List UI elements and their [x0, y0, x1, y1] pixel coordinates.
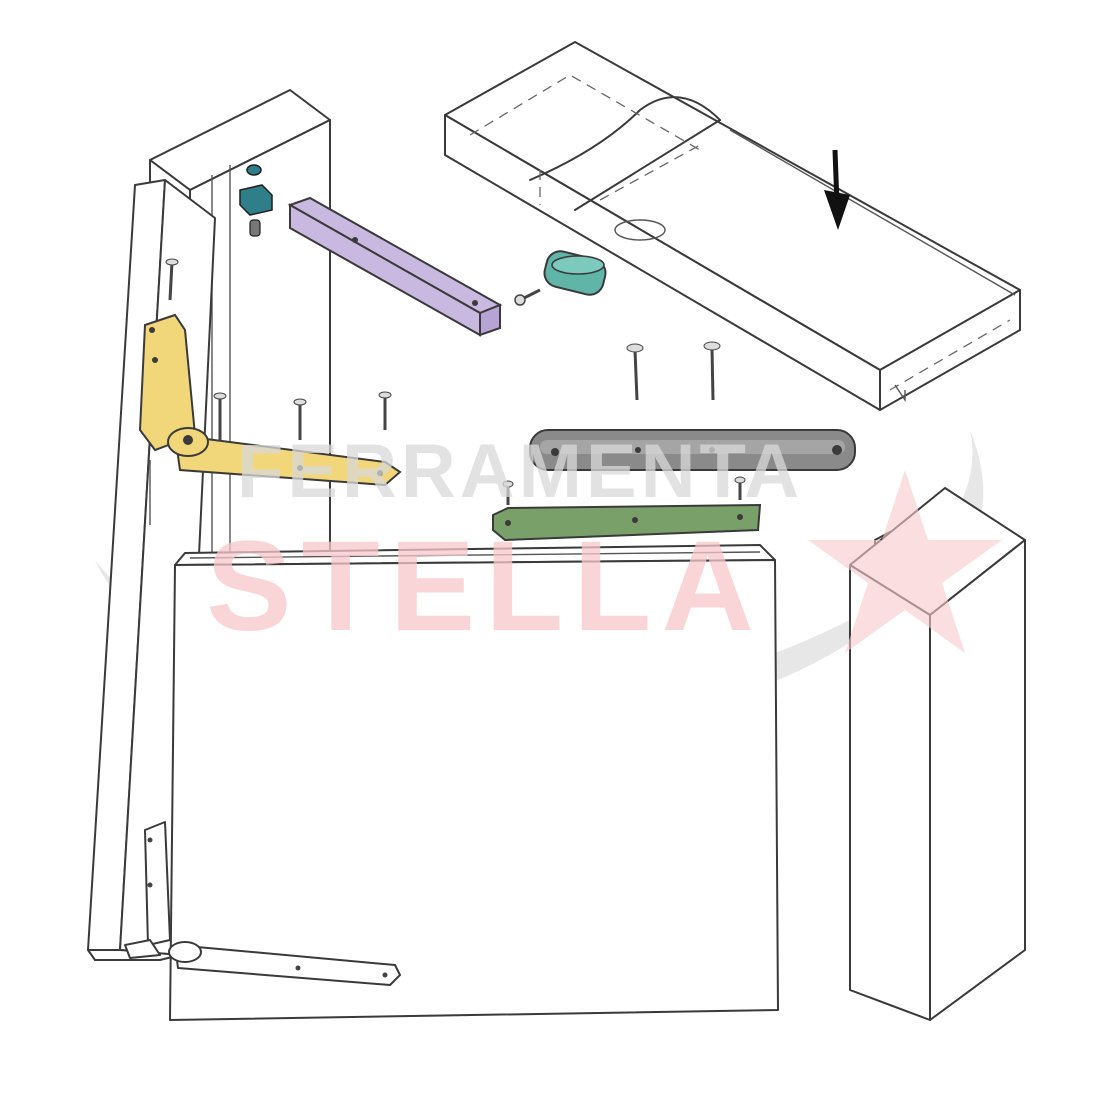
screw [378, 391, 392, 430]
pivot-hinge-top [138, 313, 402, 487]
screw [703, 341, 721, 401]
door-panel [169, 544, 779, 1021]
watermark-star-icon [808, 470, 1002, 653]
guide-block [543, 250, 607, 296]
watermark-line1: FERRAMENTA [237, 429, 803, 514]
top-plate [529, 429, 856, 471]
screw [165, 258, 179, 301]
guide-screw [514, 288, 541, 306]
pivot-hinge-bottom [124, 821, 401, 986]
top-housing-box [444, 41, 1021, 411]
screw [213, 392, 227, 440]
screw [502, 480, 514, 505]
screw-set [165, 258, 746, 505]
screw [293, 398, 307, 440]
screw [626, 343, 644, 401]
door-plate [492, 503, 762, 542]
down-arrow-icon [824, 149, 850, 230]
pivot-socket [239, 164, 273, 237]
watermark-line2: STELLA [206, 515, 764, 658]
screw [734, 476, 746, 500]
top-channel [287, 196, 503, 337]
